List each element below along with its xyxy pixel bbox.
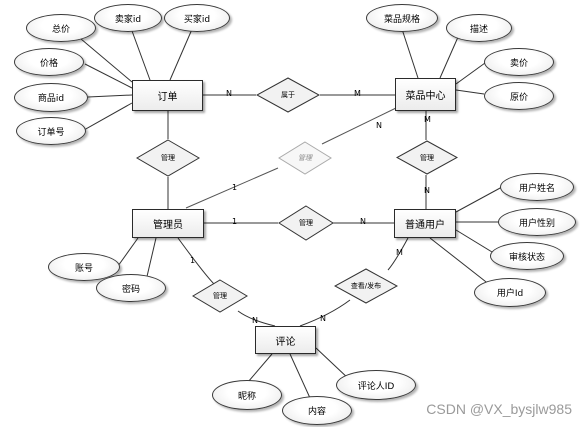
rel-manage-dish: 管理 xyxy=(278,141,332,175)
attr-review-status-label: 审核状态 xyxy=(508,252,545,263)
entity-user-label: 普通用户 xyxy=(405,220,445,231)
card-user-post: M xyxy=(396,248,403,257)
attr-order-no: 订单号 xyxy=(16,117,86,145)
attr-nickname: 昵称 xyxy=(212,380,282,410)
attr-sell-price-label: 卖价 xyxy=(509,58,528,69)
entity-dish-center: 菜品中心 xyxy=(395,78,456,111)
attr-product-id: 商品id xyxy=(14,83,88,112)
card-dish-manage: N xyxy=(376,121,382,130)
card-admin-comment: 1 xyxy=(190,256,196,265)
attr-user-gender-label: 用户性别 xyxy=(518,218,555,229)
attr-review-status: 审核状态 xyxy=(490,242,564,270)
attr-content: 内容 xyxy=(282,396,352,425)
rel-manage-order-label: 管理 xyxy=(161,154,175,162)
entity-comment-label: 评论 xyxy=(275,336,296,348)
attr-user-name-label: 用户姓名 xyxy=(518,183,555,194)
entity-admin: 管理员 xyxy=(132,209,204,238)
attr-seller-id-label: 卖家id xyxy=(114,14,142,25)
attr-password-label: 密码 xyxy=(121,284,140,295)
rel-manage-user-dish: 管理 xyxy=(396,140,458,175)
rel-manage-comment: 管理 xyxy=(192,279,248,313)
attr-password: 密码 xyxy=(96,274,166,302)
attr-total-price: 总价 xyxy=(26,14,96,42)
attr-user-id-label: 用户Id xyxy=(496,289,524,299)
card-comment-right: N xyxy=(320,314,326,323)
entity-order-label: 订单 xyxy=(157,92,178,103)
attr-description-label: 描述 xyxy=(469,24,488,35)
rel-post-comment: 查看/发布 xyxy=(334,268,398,304)
attr-sell-price: 卖价 xyxy=(484,48,554,76)
attr-seller-id: 卖家id xyxy=(94,4,162,32)
card-dish-user-bottom: N xyxy=(424,186,430,195)
attr-nickname-label: 昵称 xyxy=(237,391,256,402)
attr-user-name: 用户姓名 xyxy=(500,173,574,201)
card-admin-user-right: N xyxy=(360,217,366,226)
attr-description: 描述 xyxy=(446,14,512,42)
rel-belongs-to: 属于 xyxy=(256,77,320,113)
attr-dish-spec: 菜品规格 xyxy=(366,4,438,32)
attr-commenter-id: 评论人ID xyxy=(336,370,416,400)
attr-buyer-id-label: 买家id xyxy=(183,14,211,25)
attr-total-price-label: 总价 xyxy=(51,24,70,35)
attr-dish-spec-label: 菜品规格 xyxy=(383,14,420,25)
attr-content-label: 内容 xyxy=(307,407,326,417)
card-dish-user-top: M xyxy=(424,115,431,124)
watermark-text: CSDN @VX_bysjlw985 xyxy=(426,401,572,417)
attr-buyer-id: 买家id xyxy=(164,4,230,32)
attr-original-price-label: 原价 xyxy=(509,92,528,103)
rel-manage-dish-label: 管理 xyxy=(298,154,312,162)
card-order-belongs: N xyxy=(226,89,232,98)
rel-manage-user-label: 管理 xyxy=(299,219,313,227)
attr-account-label: 账号 xyxy=(74,263,93,274)
card-admin-manage-dish: 1 xyxy=(232,183,238,192)
attr-commenter-id-label: 评论人ID xyxy=(357,381,395,392)
rel-belongs-to-label: 属于 xyxy=(281,91,295,99)
card-comment-left: N xyxy=(252,316,258,325)
attr-product-id-label: 商品id xyxy=(37,94,65,104)
attr-price: 价格 xyxy=(14,48,84,76)
rel-manage-user-dish-label: 管理 xyxy=(420,153,434,162)
attr-user-gender: 用户性别 xyxy=(498,208,576,236)
card-admin-user-left: 1 xyxy=(232,217,238,226)
entity-admin-label: 管理员 xyxy=(153,220,183,231)
entity-user: 普通用户 xyxy=(394,209,456,238)
attr-price-label: 价格 xyxy=(39,58,58,69)
entity-order: 订单 xyxy=(132,80,203,111)
rel-manage-order: 管理 xyxy=(136,139,200,177)
attr-original-price: 原价 xyxy=(484,82,554,110)
attr-user-id: 用户Id xyxy=(474,278,546,307)
card-belongs-dish: M xyxy=(354,89,361,98)
entity-dish-center-label: 菜品中心 xyxy=(405,91,446,102)
rel-manage-comment-label: 管理 xyxy=(213,292,227,300)
entity-comment: 评论 xyxy=(255,326,316,354)
rel-manage-user: 管理 xyxy=(278,205,334,241)
attr-order-no-label: 订单号 xyxy=(37,127,65,138)
rel-post-comment-label: 查看/发布 xyxy=(350,282,382,290)
